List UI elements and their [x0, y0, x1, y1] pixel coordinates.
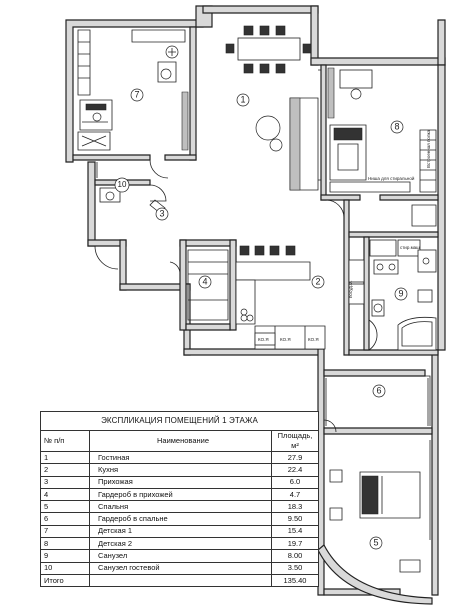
legend-total-row: Итого 135.40 [40, 573, 319, 588]
ko-label-3: КО.Я [308, 337, 319, 342]
row-number: 4 [40, 487, 90, 502]
row-number: 2 [40, 463, 90, 477]
row-area: 9.50 [271, 512, 319, 526]
washer-label: стир.маш [400, 245, 420, 250]
room-numbers: 1 2 3 4 5 6 7 8 [114, 88, 408, 550]
total-label: Итого [40, 573, 90, 588]
shelf-label: Встроенная полка [426, 129, 431, 168]
svg-text:8: 8 [394, 121, 399, 131]
svg-text:5: 5 [373, 537, 378, 547]
row-name: Санузел гостевой [89, 561, 272, 575]
row-name: Гардероб в спальне [89, 512, 272, 526]
svg-text:9: 9 [398, 288, 403, 298]
row-area: 8.00 [271, 549, 319, 563]
room-4-furniture [169, 249, 229, 321]
svg-text:6: 6 [376, 385, 381, 395]
room-number-7: 7 [130, 88, 144, 102]
room-5-furniture [329, 440, 431, 573]
room-10-fixtures [96, 162, 121, 203]
room-1-furniture [225, 25, 322, 191]
niche-label: Ниша для стиральной [368, 175, 415, 181]
room-6-furniture [323, 375, 431, 433]
svg-text:4: 4 [202, 276, 207, 286]
row-number: 5 [40, 500, 90, 514]
row-area: 18.3 [271, 500, 319, 514]
row-number: 8 [40, 537, 90, 551]
row-area: 27.9 [271, 450, 319, 465]
row-area: 6.0 [271, 475, 319, 489]
room-7-furniture [77, 29, 189, 151]
row-name: Санузел [89, 549, 272, 563]
room-3-doors [94, 159, 169, 270]
row-area: 3.50 [271, 561, 319, 575]
room-number-10: 10 [114, 177, 130, 193]
row-area: 4.7 [271, 487, 319, 502]
header-name: Наименование [89, 430, 272, 452]
svg-text:3: 3 [159, 208, 164, 218]
row-area: 22.4 [271, 463, 319, 477]
legend-title: ЭКСПЛИКАЦИЯ ПОМЕЩЕНИЙ 1 ЭТАЖА [40, 411, 319, 431]
room-number-4: 4 [198, 275, 212, 289]
room-number-3: 3 [155, 207, 169, 221]
total-area: 135.40 [271, 573, 319, 588]
row-number: 1 [40, 450, 90, 465]
room-number-2: 2 [311, 275, 325, 289]
dishwasher-label: посуд.м. [348, 280, 353, 298]
row-name: Прихожая [89, 475, 272, 489]
row-name: Гостиная [89, 450, 272, 465]
room-9-fixtures [368, 239, 437, 351]
row-name: Кухня [89, 463, 272, 477]
interior-walls [72, 26, 439, 435]
legend-header-row: № п/п Наименование Площадь, м² [40, 430, 319, 452]
svg-text:10: 10 [118, 180, 127, 189]
plan-annotations: КО.Я КО.Я КО.Я стир.маш посуд.м. Ниша дл… [254, 129, 431, 346]
room-number-9: 9 [394, 287, 408, 301]
row-area: 15.4 [271, 524, 319, 539]
room-explication-table: ЭКСПЛИКАЦИЯ ПОМЕЩЕНИЙ 1 ЭТАЖА № п/п Наим… [40, 411, 319, 588]
row-name: Гардероб в прихожей [89, 487, 272, 502]
row-name: Детская 2 [89, 537, 272, 551]
row-number: 7 [40, 524, 90, 539]
svg-text:1: 1 [240, 94, 245, 104]
row-number: 9 [40, 549, 90, 563]
exterior-walls [65, 5, 446, 605]
ko-label-1: КО.Я [258, 337, 269, 342]
row-number: 6 [40, 512, 90, 526]
room-number-8: 8 [390, 120, 404, 134]
room-number-5: 5 [369, 536, 383, 550]
row-name: Спальня [89, 500, 272, 514]
row-area: 19.7 [271, 537, 319, 551]
total-empty [89, 573, 272, 588]
room-8-furniture [327, 67, 437, 227]
svg-text:7: 7 [134, 89, 139, 99]
row-name: Детская 1 [89, 524, 272, 539]
row-number: 3 [40, 475, 90, 489]
row-number: 10 [40, 561, 90, 575]
legend-title-row: ЭКСПЛИКАЦИЯ ПОМЕЩЕНИЙ 1 ЭТАЖА [40, 411, 319, 431]
room-number-6: 6 [372, 384, 386, 398]
svg-text:2: 2 [315, 276, 320, 286]
room-number-1: 1 [236, 93, 250, 107]
header-area: Площадь, м² [271, 430, 319, 452]
header-number: № п/п [40, 430, 90, 452]
ko-label-2: КО.Я [280, 337, 291, 342]
